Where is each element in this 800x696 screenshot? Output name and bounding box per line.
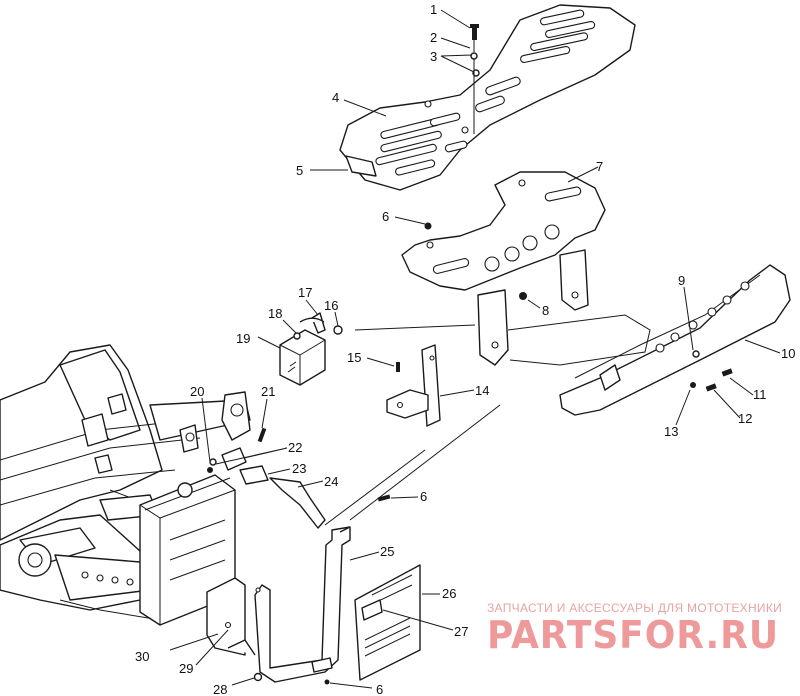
connector-parts	[207, 427, 269, 485]
callout-3: 3	[430, 49, 437, 64]
bolt-6-bottom	[324, 679, 330, 685]
callout-5: 5	[296, 163, 303, 178]
callout-2: 2	[430, 30, 437, 45]
bolt-12	[705, 383, 717, 392]
rack-support	[401, 171, 606, 366]
side-plate	[206, 577, 263, 682]
bolt-6-lower	[377, 494, 391, 502]
nut-13	[690, 382, 696, 388]
callout-17: 17	[298, 285, 312, 300]
callout-16: 16	[324, 298, 338, 313]
callout-27: 27	[454, 624, 468, 639]
watermark: ЗАПЧАСТИ И АКСЕССУАРЫ ДЛЯ МОТОТЕХНИКИ PA…	[487, 601, 782, 657]
strap-guide-line	[324, 449, 426, 526]
callout-8: 8	[542, 303, 549, 318]
callout-12: 12	[738, 411, 752, 426]
washer-9	[692, 350, 700, 358]
panel-26	[354, 564, 421, 681]
callout-21: 21	[261, 384, 275, 399]
callout-1: 1	[430, 2, 437, 17]
guard-tube	[254, 526, 351, 683]
callout-14: 14	[475, 383, 489, 398]
bumper-guide-line	[507, 314, 651, 366]
nut-8	[519, 292, 527, 300]
callout-22: 22	[288, 440, 302, 455]
callout-10: 10	[781, 346, 795, 361]
callout-29: 29	[179, 661, 193, 676]
rack-bracket	[345, 155, 377, 177]
callout-7: 7	[596, 159, 603, 174]
callout-30: 30	[135, 649, 149, 664]
callout-6: 6	[382, 209, 389, 224]
callout-20: 20	[190, 384, 204, 399]
callout-23: 23	[292, 461, 306, 476]
callout-13: 13	[664, 424, 678, 439]
bolt-11	[721, 368, 733, 377]
callout-4: 4	[332, 90, 339, 105]
strap-24	[269, 477, 326, 529]
rack-slots	[375, 9, 596, 176]
callout-numbers: 1 2 3 4 5 6 7 8 9 10 11 12 13 14 15 16 1…	[135, 2, 795, 696]
front-bumper	[559, 264, 791, 416]
callout-18: 18	[268, 306, 282, 321]
headlight-assembly	[279, 312, 343, 386]
callout-6-lower: 6	[420, 489, 427, 504]
callout-25: 25	[380, 544, 394, 559]
callout-24: 24	[324, 474, 338, 489]
strap-guide-line-2	[349, 404, 501, 521]
watermark-logo: PARTSFOR.RU	[487, 613, 779, 657]
bolt-6	[424, 222, 432, 230]
callout-26: 26	[442, 586, 456, 601]
vehicle-frame	[0, 344, 251, 621]
mount-bracket	[386, 344, 441, 427]
front-rack	[339, 4, 636, 191]
bumper-guide-line-lower	[354, 324, 476, 331]
callout-11: 11	[753, 387, 767, 402]
callout-9: 9	[678, 273, 685, 288]
callout-6-bottom: 6	[376, 682, 383, 696]
rack-bolt	[470, 24, 480, 134]
leader-lines	[169, 9, 781, 689]
callout-28: 28	[213, 682, 227, 696]
watermark-tagline: ЗАПЧАСТИ И АКСЕССУАРЫ ДЛЯ МОТОТЕХНИКИ	[487, 601, 782, 615]
callout-19: 19	[236, 331, 250, 346]
callout-15: 15	[347, 350, 361, 365]
